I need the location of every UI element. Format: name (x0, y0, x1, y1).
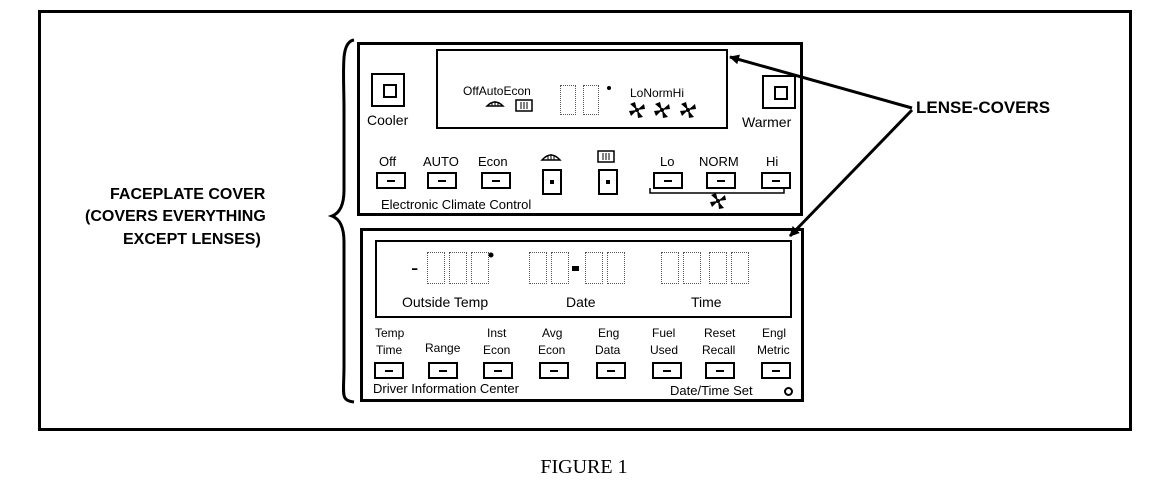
avg-econ-button[interactable] (539, 362, 569, 379)
figure-frame (38, 10, 1132, 431)
reset-recall-label-2: Recall (702, 343, 736, 357)
date-separator (572, 266, 579, 271)
display-fan-text: LoNormHi (630, 86, 685, 100)
lo-button-label: Lo (660, 154, 675, 169)
dic-panel-title: Driver Information Center (373, 381, 519, 396)
cooler-label: Cooler (367, 112, 409, 128)
defrost-button-icon (540, 154, 562, 161)
avg-econ-label-2: Econ (538, 343, 566, 357)
faceplate-label-line2: (COVERS EVERYTHING (85, 208, 266, 225)
date-digit-4 (607, 252, 625, 284)
econ-button[interactable] (481, 172, 511, 189)
norm-button[interactable] (706, 172, 736, 189)
inst-econ-label-1: Inst (487, 326, 507, 340)
temp-time-label-2: Time (376, 343, 403, 357)
fan-hi-icon (680, 102, 696, 118)
dic-display-lens (375, 240, 792, 318)
fuel-used-label-2: Used (650, 343, 679, 357)
hi-button-label: Hi (766, 154, 779, 169)
outside-temp-label: Outside Temp (402, 294, 489, 310)
date-time-set-button[interactable] (784, 387, 793, 396)
auto-button[interactable] (427, 172, 457, 189)
eng-data-button[interactable] (596, 362, 626, 379)
range-button[interactable] (428, 362, 458, 379)
time-digit-3 (709, 252, 727, 284)
rear-defrost-button[interactable] (598, 169, 618, 195)
time-label: Time (691, 294, 722, 310)
temp-digit-2 (449, 252, 467, 284)
off-button[interactable] (376, 172, 406, 189)
fan-norm-icon (654, 102, 670, 118)
eng-data-label-1: Eng (598, 326, 620, 340)
date-digit-2 (551, 252, 569, 284)
display-digit-1 (560, 85, 576, 115)
reset-recall-button[interactable] (705, 362, 735, 379)
eng-data-label-2: Data (595, 343, 621, 357)
reset-recall-label-1: Reset (704, 326, 736, 340)
fuel-used-label-1: Fuel (652, 326, 676, 340)
fan-bracket-icon (710, 193, 726, 209)
time-digit-4 (731, 252, 749, 284)
econ-button-label: Econ (478, 154, 508, 169)
inst-econ-button[interactable] (483, 362, 513, 379)
climate-control-panel: Cooler Warmer OffAutoEcon LoNormHi Off A… (357, 42, 803, 216)
display-degree-dot (607, 86, 611, 90)
date-label: Date (566, 294, 596, 310)
arrow-to-climate-lens (729, 54, 913, 110)
climate-display-lens (436, 49, 728, 129)
cooler-button[interactable] (371, 73, 405, 107)
temp-digit-3 (471, 252, 489, 284)
defrost-display-icon (485, 101, 505, 107)
date-digit-1 (529, 252, 547, 284)
temp-time-label-1: Temp (375, 326, 405, 340)
temp-degree-dot (488, 252, 494, 258)
rear-defrost-display-icon (515, 99, 533, 112)
defrost-button[interactable] (542, 169, 562, 195)
climate-panel-title: Electronic Climate Control (381, 197, 532, 212)
norm-button-label: NORM (699, 154, 739, 169)
date-digit-3 (585, 252, 603, 284)
temp-digit-1 (427, 252, 445, 284)
faceplate-label-line1: FACEPLATE COVER (110, 186, 266, 203)
arrow-to-dic-lens (788, 108, 914, 238)
driver-info-panel: - Outside Temp Date Time Temp Time Range… (360, 228, 804, 402)
engl-metric-button[interactable] (761, 362, 791, 379)
fuel-used-button[interactable] (652, 362, 682, 379)
display-digit-2 (583, 85, 599, 115)
hi-button[interactable] (761, 172, 791, 189)
fan-lo-icon (629, 102, 645, 118)
curly-brace (327, 38, 355, 404)
off-button-label: Off (379, 154, 397, 169)
lo-button[interactable] (653, 172, 683, 189)
time-digit-2 (683, 252, 701, 284)
avg-econ-label-1: Avg (542, 326, 563, 340)
outside-temp-minus: - (411, 255, 419, 280)
temp-time-button[interactable] (374, 362, 404, 379)
display-mode-text: OffAutoEcon (463, 84, 531, 98)
engl-metric-label-1: Engl (762, 326, 787, 340)
auto-button-label: AUTO (423, 154, 459, 169)
time-digit-1 (661, 252, 679, 284)
warmer-button[interactable] (762, 75, 796, 109)
figure-caption: FIGURE 1 (540, 456, 628, 478)
range-label: Range (425, 341, 461, 355)
inst-econ-label-2: Econ (483, 343, 511, 357)
warmer-label: Warmer (742, 114, 792, 130)
engl-metric-label-2: Metric (757, 343, 790, 357)
faceplate-label-line3: EXCEPT LENSES) (123, 231, 261, 248)
fan-speed-bracket (649, 188, 785, 194)
date-time-set-label: Date/Time Set (670, 383, 753, 398)
rear-defrost-button-icon (597, 150, 615, 163)
lense-covers-label: LENSE-COVERS (916, 98, 1051, 117)
